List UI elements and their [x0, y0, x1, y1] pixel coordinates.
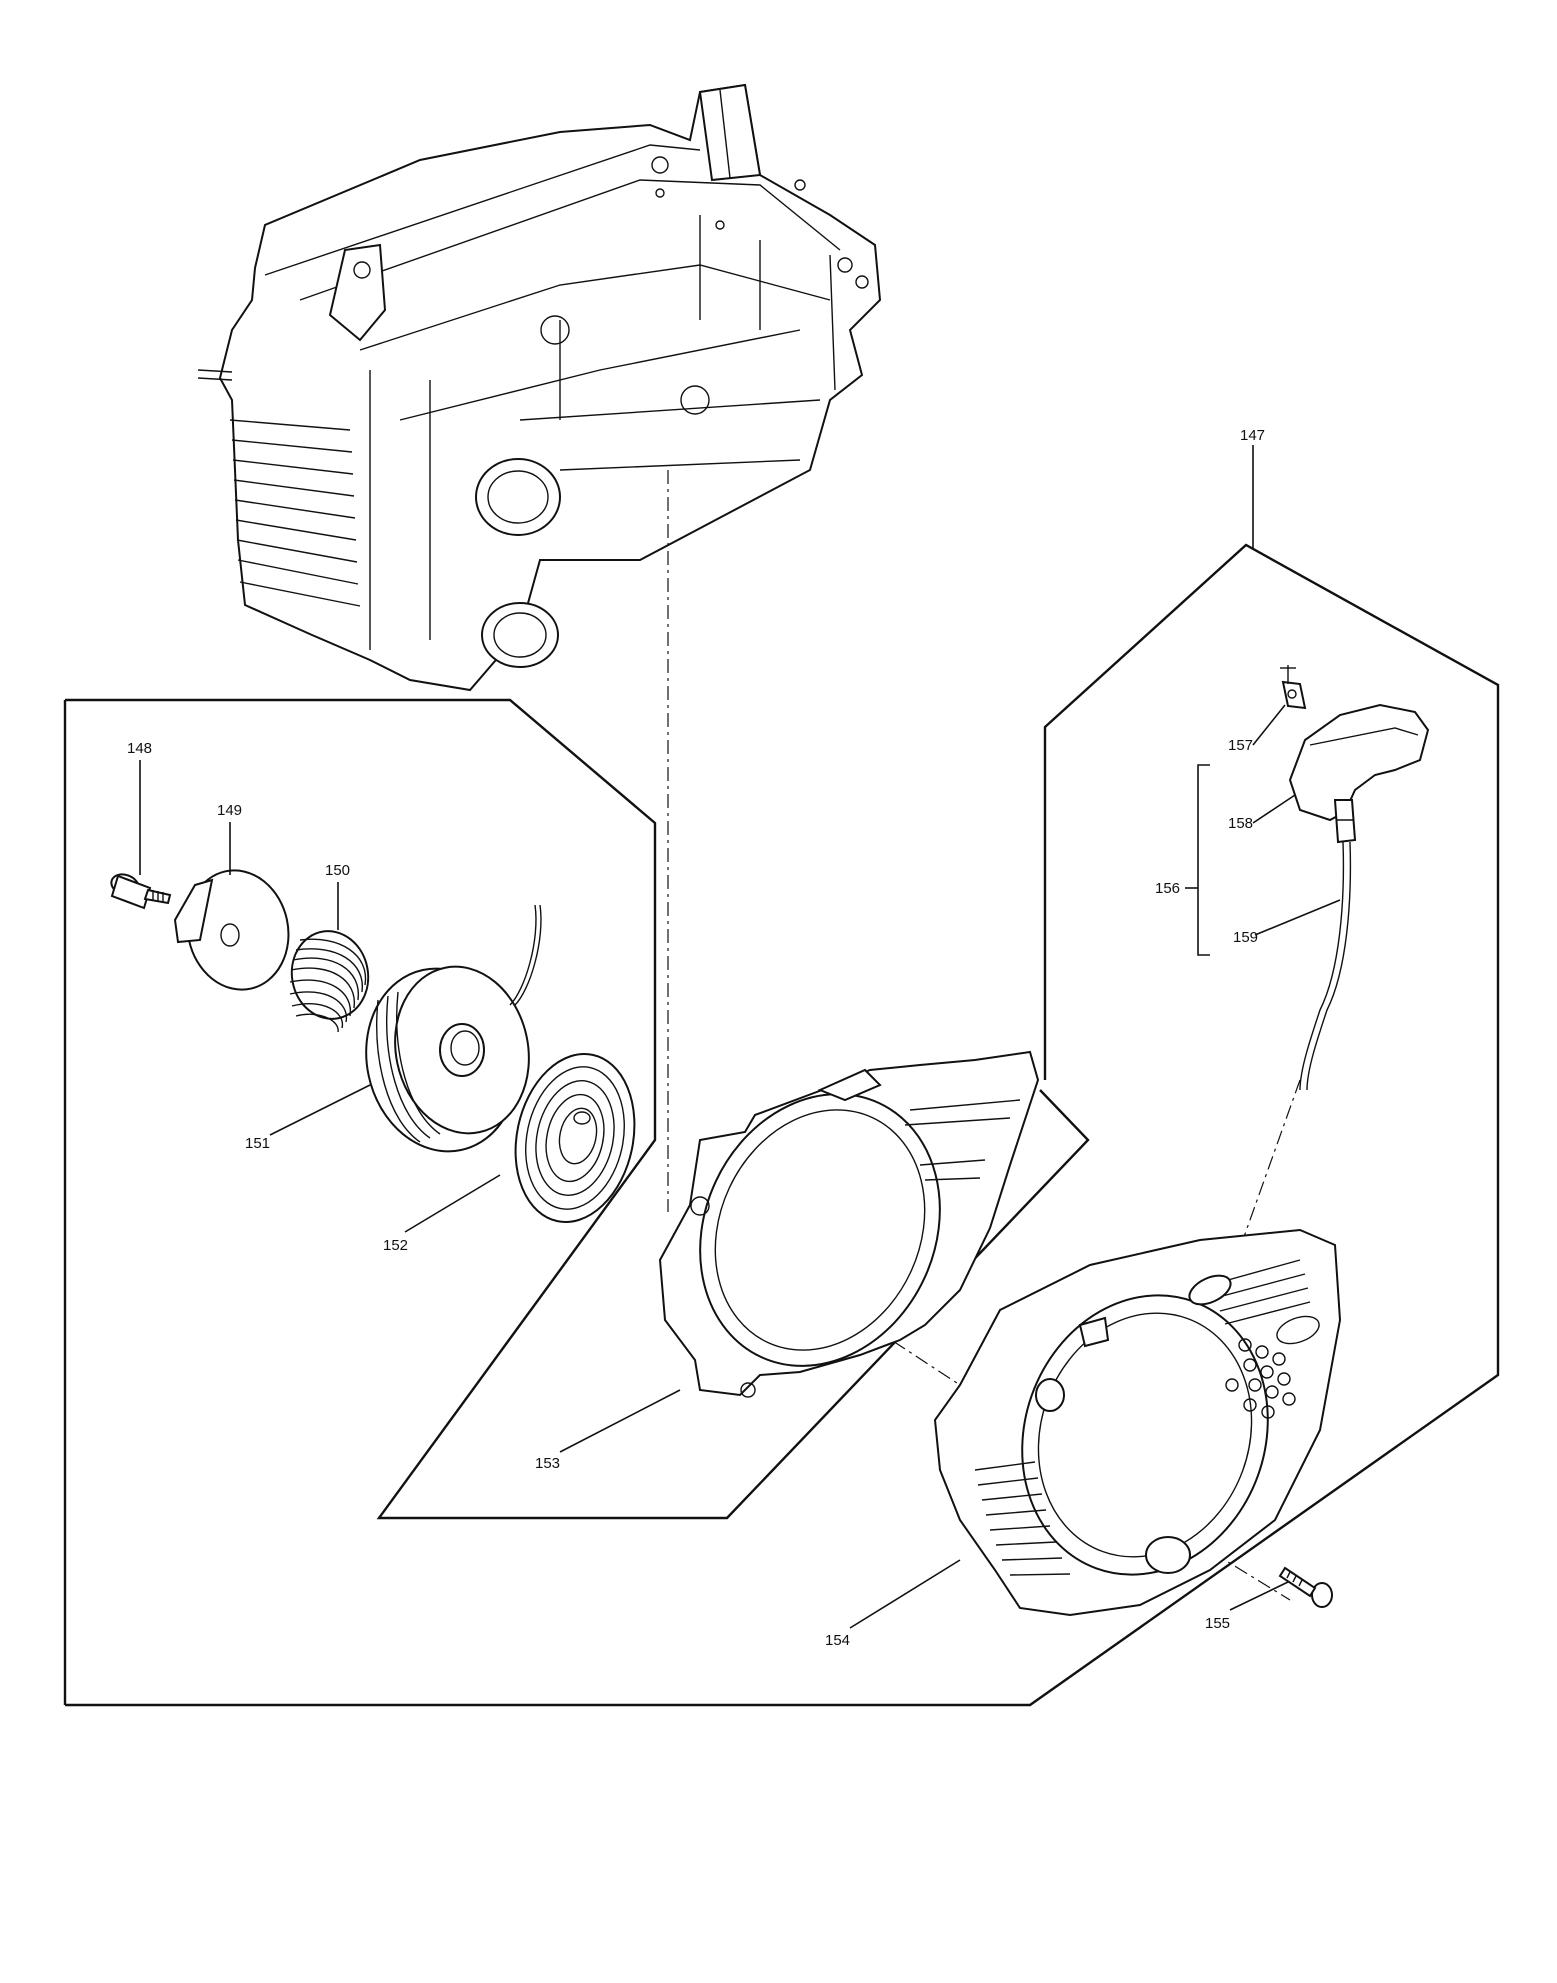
callout-148: 148: [127, 740, 152, 757]
inner-assembly-frame: [63, 698, 1090, 1705]
callout-147: 147: [1240, 427, 1265, 444]
part-148-bolt: [110, 873, 172, 910]
callout-153: 153: [535, 1455, 560, 1472]
callout-150: 150: [325, 862, 350, 879]
part-153-starter-guide: [658, 1050, 1040, 1398]
starter-assembly-frame: [65, 543, 1500, 1707]
part-152-recoil-spring: [514, 1052, 636, 1224]
callout-labels: 147 148 149 150 151 152 153 154 155 156 …: [127, 427, 1265, 1649]
part-149-pawl-plate: [173, 869, 290, 991]
part-150-coil-spring: [289, 930, 370, 1033]
callout-158: 158: [1228, 815, 1253, 832]
callout-151: 151: [245, 1135, 270, 1152]
crankcase-housing: [197, 83, 882, 692]
part-155-screw: [1278, 1566, 1333, 1608]
callout-155: 155: [1205, 1615, 1230, 1632]
callout-154: 154: [825, 1632, 850, 1649]
callout-152: 152: [383, 1237, 408, 1254]
part-158-starter-handle: [1288, 703, 1430, 844]
part-154-starter-housing: [933, 1228, 1342, 1617]
part-151-rope-pulley: [365, 904, 542, 1153]
leader-lines: [139, 445, 1341, 1629]
callout-159: 159: [1233, 929, 1258, 946]
part-159-starter-rope: [1299, 841, 1352, 1091]
callout-149: 149: [217, 802, 242, 819]
part-157-rope-clip: [1280, 665, 1307, 710]
callout-156: 156: [1155, 880, 1180, 897]
callout-157: 157: [1228, 737, 1253, 754]
